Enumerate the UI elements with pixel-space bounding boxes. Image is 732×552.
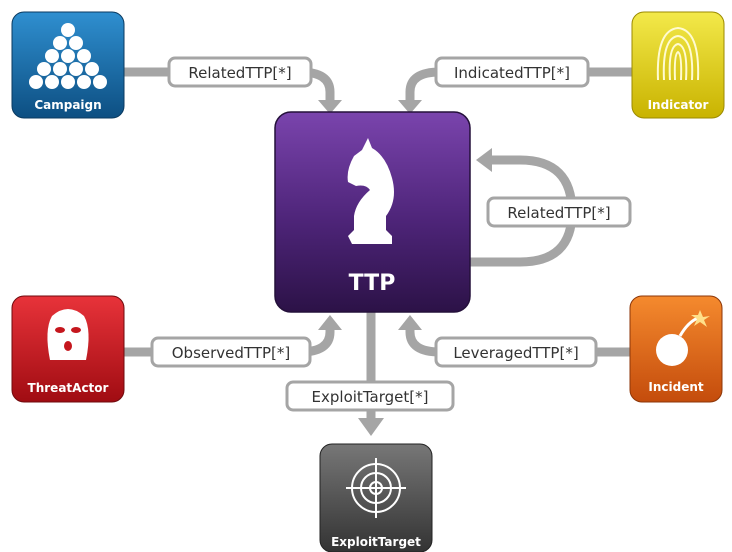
bomb-icon (656, 310, 710, 366)
exploit-target-relation-text: ExploitTarget[*] (312, 388, 429, 406)
indicator-relation-label: IndicatedTTP[*] (434, 56, 590, 88)
target-crosshair-icon (346, 458, 406, 518)
threat-actor-relation-text: ObservedTTP[*] (172, 344, 290, 362)
exploit-target-relation-label: ExploitTarget[*] (285, 380, 455, 412)
stacked-balls-icon (29, 23, 107, 89)
indicator-ttp-arrowhead (398, 100, 422, 114)
ttp-node: TTP (274, 111, 471, 313)
ttp-exploit-target-arrowhead (358, 418, 384, 436)
campaign-ttp-arrowhead (318, 100, 342, 114)
indicator-node: Indicator (631, 11, 725, 119)
ttp-self-loop-arrowhead (476, 148, 492, 172)
balaclava-mask-icon (47, 309, 89, 360)
ttp-self-relation-label: RelatedTTP[*] (486, 196, 632, 228)
incident-relation-text: LeveragedTTP[*] (453, 344, 578, 362)
campaign-label: Campaign (34, 98, 101, 112)
ttp-label: TTP (349, 271, 396, 296)
campaign-node: Campaign (11, 11, 125, 119)
fingerprint-icon (656, 26, 700, 81)
indicator-label: Indicator (648, 98, 709, 112)
exploit-target-node: ExploitTarget (319, 443, 433, 552)
threat-actor-label: ThreatActor (28, 381, 109, 395)
indicator-relation-text: IndicatedTTP[*] (454, 64, 570, 82)
incident-label: Incident (648, 380, 704, 394)
chess-knight-icon (347, 138, 394, 244)
incident-ttp-arrowhead (398, 315, 422, 330)
exploit-target-label: ExploitTarget (331, 535, 421, 549)
ttp-self-relation-text: RelatedTTP[*] (507, 204, 610, 222)
campaign-relation-label: RelatedTTP[*] (167, 56, 313, 88)
threat-actor-ttp-arrowhead (318, 315, 342, 330)
threat-actor-relation-label: ObservedTTP[*] (150, 336, 312, 368)
threat-actor-node: ThreatActor (11, 295, 125, 403)
campaign-relation-text: RelatedTTP[*] (188, 64, 291, 82)
incident-relation-label: LeveragedTTP[*] (434, 336, 598, 368)
incident-node: Incident (629, 295, 723, 403)
